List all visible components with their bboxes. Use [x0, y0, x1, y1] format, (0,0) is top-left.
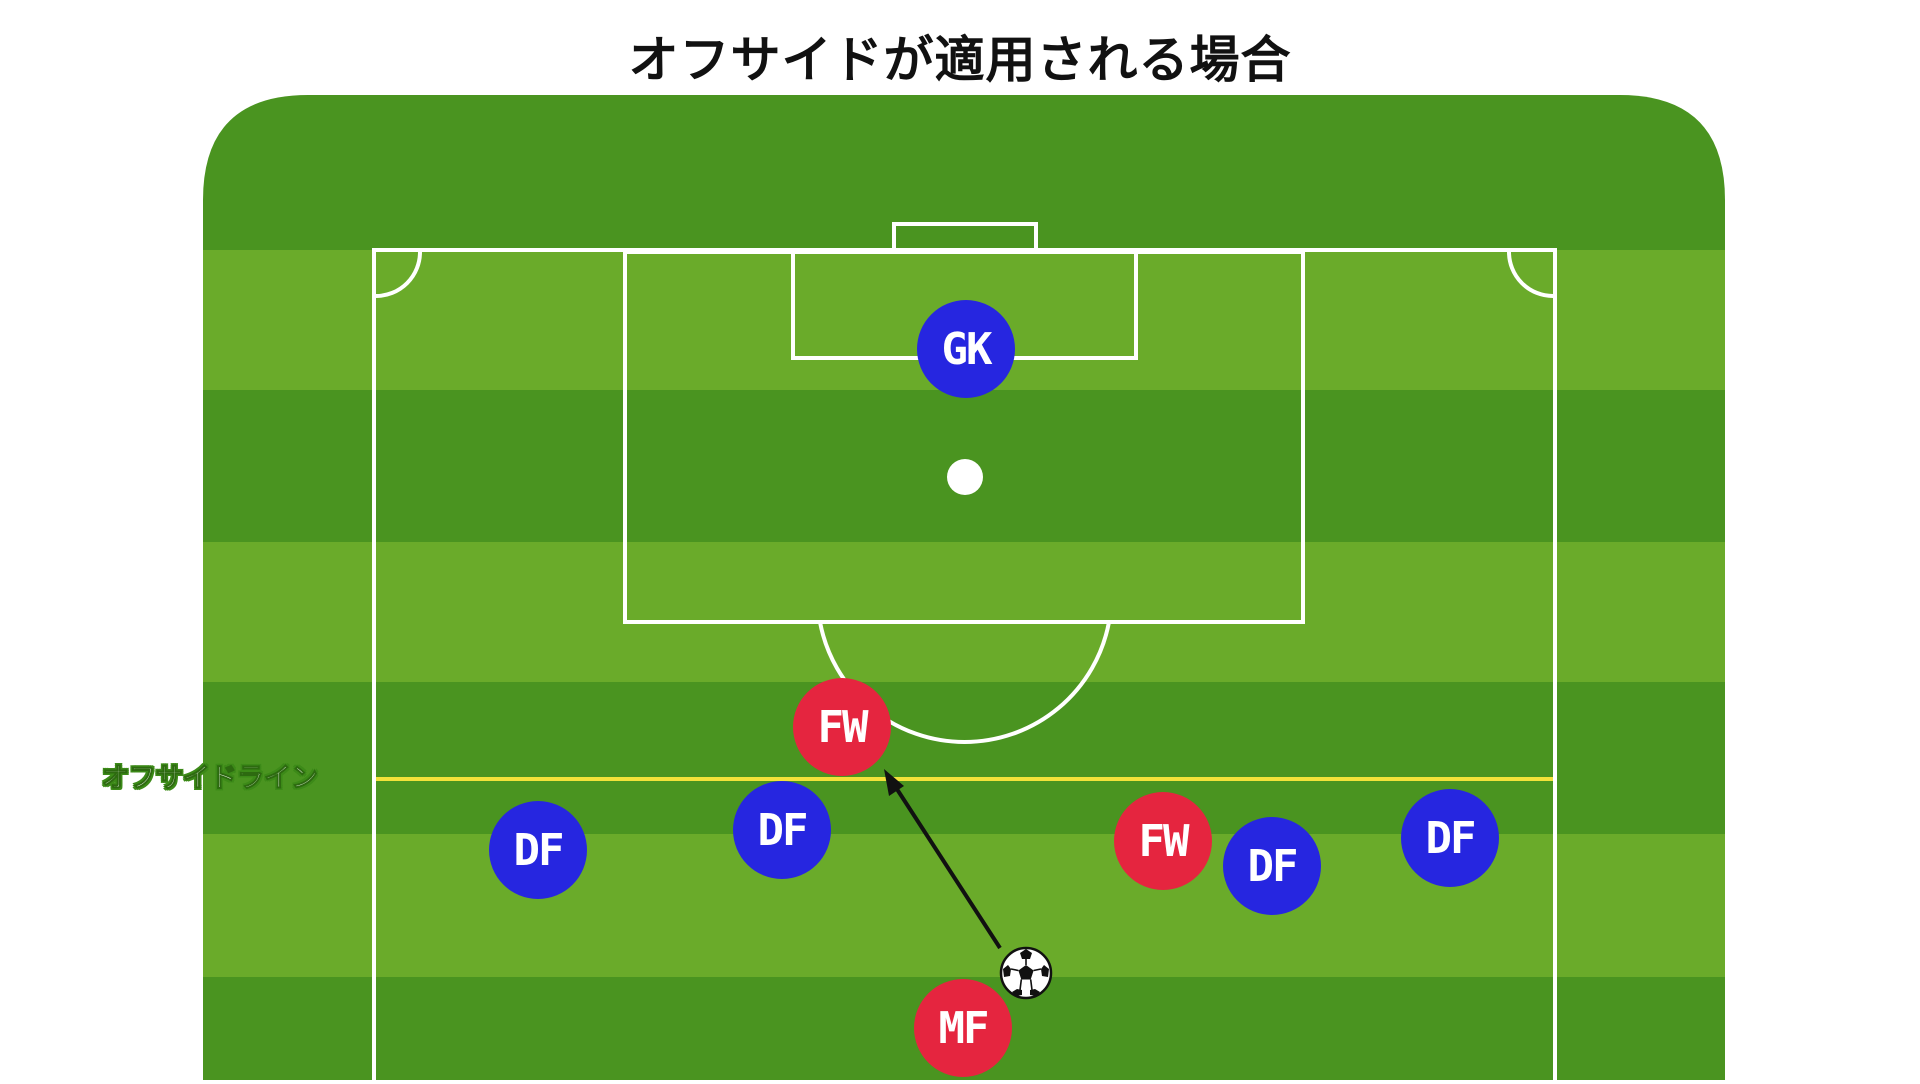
- offside-line-label: オフサイドライン: [102, 763, 319, 795]
- forward-token-2: FW: [1114, 792, 1212, 890]
- goalkeeper-token: GK: [917, 300, 1015, 398]
- pitch-lines: [372, 222, 1557, 1084]
- defender-token-3: DF: [1223, 817, 1321, 915]
- soccer-ball-icon: [999, 946, 1053, 1000]
- corner-arc-left: [375, 251, 422, 298]
- defender-token-1: DF: [489, 801, 587, 899]
- corner-arc-right: [1507, 251, 1554, 298]
- defender-token-2: DF: [733, 781, 831, 879]
- midfielder-token: MF: [914, 979, 1012, 1077]
- penalty-spot: [947, 459, 983, 495]
- grass: [203, 95, 1725, 1080]
- page-title: オフサイドが適用される場合: [628, 31, 1292, 89]
- arrow-icon: [884, 769, 1002, 950]
- defender-token-4: DF: [1401, 789, 1499, 887]
- forward-token-1: FW: [793, 678, 891, 776]
- goal: [892, 222, 1038, 252]
